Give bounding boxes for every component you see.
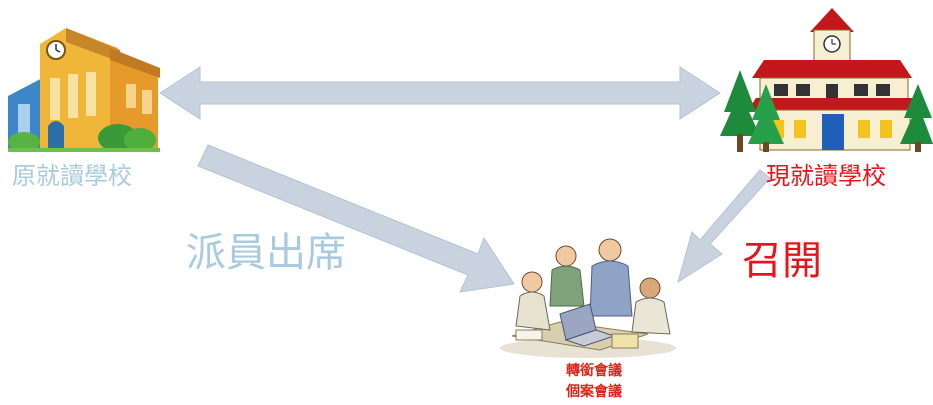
red-roof-school-clipart-icon [720,8,933,152]
current-school-label: 現就讀學校 [766,162,886,190]
dispatch-label: 派員出席 [186,230,346,276]
origin-school-label: 原就讀學校 [12,162,132,190]
convene-label: 召開 [742,238,822,284]
team-meeting-clipart-icon [500,238,676,358]
arrow-origin-to-meeting [197,144,515,293]
school-building-clipart-icon [8,28,160,152]
double-arrow-schools [159,66,721,120]
meeting-label-transition: 轉銜會議 [566,363,622,379]
meeting-label-case: 個案會議 [566,384,622,400]
arrow-current-to-meeting [677,169,771,284]
